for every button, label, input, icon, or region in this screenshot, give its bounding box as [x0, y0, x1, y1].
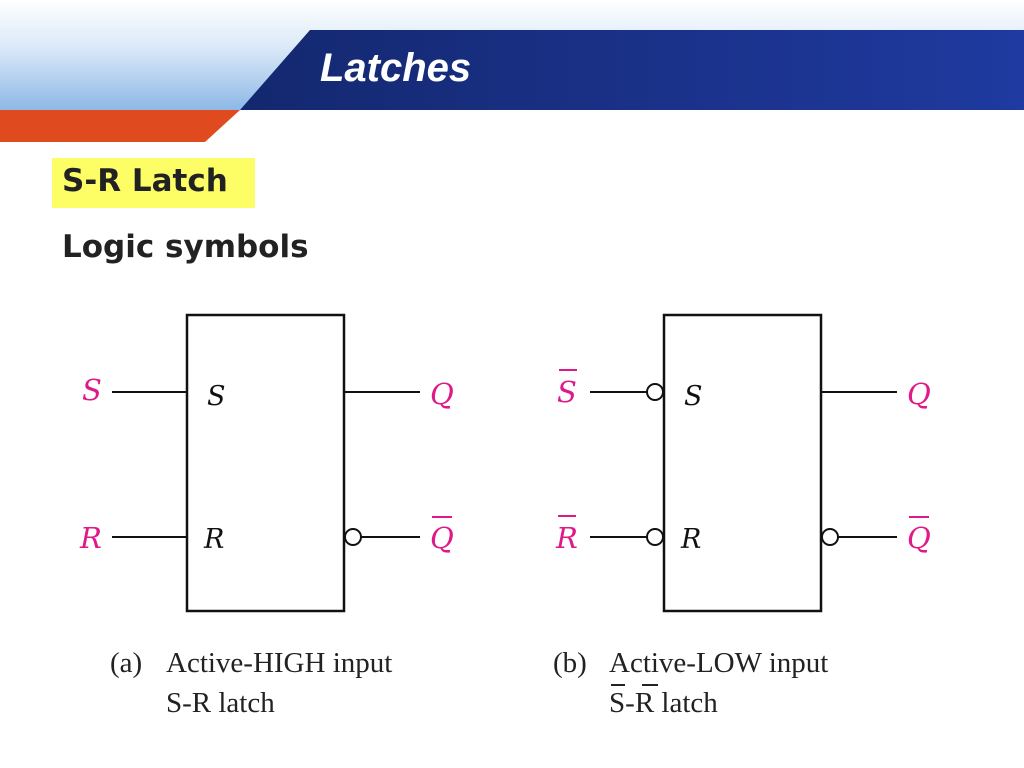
section-subheading: Logic symbols: [62, 229, 309, 265]
latch-b-s-input-label: S: [557, 375, 577, 409]
latch-a-r-pin: R: [203, 524, 224, 555]
latch-a-s-input-label: S: [82, 373, 102, 407]
caption-b-tag: (b): [553, 647, 587, 679]
caption-a-line2: S-R latch: [166, 687, 275, 719]
latch-b-qbar-bubble: [821, 528, 839, 546]
caption-a-line1: Active-HIGH input: [166, 647, 392, 679]
latch-b-qbar-output-label: Q: [907, 521, 931, 555]
header-banner: [0, 0, 1024, 142]
latch-diagrams: S R S R Q Q (a) Active-HIGH input S-R la…: [79, 313, 931, 719]
caption-b-line2: S-R latch: [609, 687, 718, 719]
banner-orange-accent: [0, 110, 240, 142]
latch-a-qbar-bubble: [344, 528, 362, 546]
latch-b-s-bubble: [646, 383, 664, 401]
latch-b-r-pin: R: [680, 524, 701, 555]
caption-b-s: S: [609, 687, 625, 719]
latch-a-qbar-output-label: Q: [430, 521, 454, 555]
slide-title: Latches: [320, 46, 472, 90]
caption-b-line1: Active-LOW input: [609, 647, 828, 679]
latch-b-box: [662, 313, 823, 613]
latch-b-q-output-label: Q: [907, 377, 931, 411]
section-heading: S-R Latch: [62, 163, 228, 199]
diagram-b: S R S R Q Q (b) Active-LOW input S-R lat…: [553, 313, 931, 719]
latch-a-r-input-label: R: [79, 521, 102, 555]
latch-b-r-input-label: R: [555, 521, 578, 555]
banner-dark-band: [240, 30, 1024, 110]
latch-a-s-pin: S: [207, 381, 226, 412]
latch-a-box: [185, 313, 346, 613]
latch-a-q-output-label: Q: [430, 377, 454, 411]
heading-highlight: [52, 158, 255, 208]
diagram-a: S R S R Q Q (a) Active-HIGH input S-R la…: [79, 313, 454, 719]
caption-a-tag: (a): [110, 647, 142, 679]
latch-b-r-bubble: [646, 528, 664, 546]
caption-b-rest: latch: [654, 687, 718, 719]
latch-b-s-pin: S: [684, 381, 703, 412]
caption-b-r: R: [635, 687, 655, 719]
caption-b-dash: -: [625, 687, 635, 719]
